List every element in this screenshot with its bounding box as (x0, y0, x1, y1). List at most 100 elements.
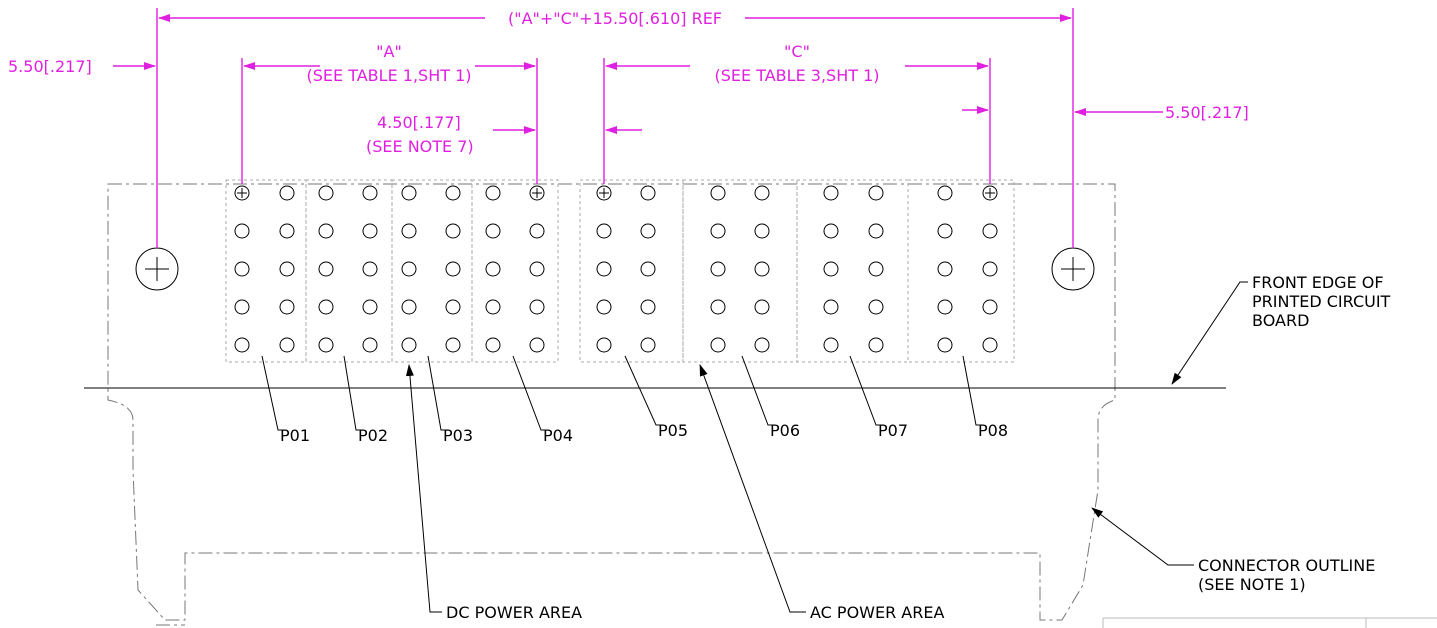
pin-hole (937, 337, 953, 353)
pin-group-label-p04: P04 (543, 426, 573, 445)
pin-hole (445, 261, 461, 277)
pin-hole (754, 299, 770, 315)
pin-hole (318, 261, 334, 277)
pin-hole (982, 223, 998, 239)
pin-hole (710, 223, 726, 239)
dc-power-area-text: DC POWER AREA (446, 603, 582, 622)
ac-power-area-callout: AC POWER AREA (699, 364, 944, 622)
pin-hole (318, 337, 334, 353)
pin-hole (318, 299, 334, 315)
pin-hole (640, 223, 656, 239)
pin-hole (868, 261, 884, 277)
ac-power-area-text: AC POWER AREA (810, 603, 944, 622)
pin-hole (279, 337, 295, 353)
pin-hole (754, 261, 770, 277)
offset-dimension: 4.50[.177] (SEE NOTE 7) (366, 113, 642, 156)
connector-outline-callout: CONNECTOR OUTLINE (SEE NOTE 1) (1091, 507, 1375, 594)
pin-hole (234, 337, 250, 353)
overall-dimension-text: ("A"+"C"+15.50[.610] REF (508, 9, 722, 28)
left-margin-text: 5.50[.217] (8, 57, 92, 76)
pin-hole (710, 337, 726, 353)
pin-hole (937, 299, 953, 315)
connector-outline (107, 183, 1116, 621)
connector-outline-line-2: (SEE NOTE 1) (1198, 575, 1306, 594)
pin-hole (823, 261, 839, 277)
pin-hole (982, 185, 998, 201)
datum-pin-mark (985, 188, 995, 198)
pin-group-labels: P01 P02 P03 P04 P05 P06 P07 P08 (261, 355, 1008, 445)
pin-hole (823, 223, 839, 239)
pin-hole (982, 299, 998, 315)
pin-hole (596, 223, 612, 239)
pin-hole (401, 337, 417, 353)
pin-group-leader-p01 (261, 355, 282, 431)
c-dimension-note: (SEE TABLE 3,SHT 1) (715, 66, 880, 85)
pin-hole (640, 337, 656, 353)
front-edge-line-1: FRONT EDGE OF (1252, 273, 1384, 292)
c-dimension: "C" (SEE TABLE 3,SHT 1) (603, 42, 991, 184)
pin-group-leader-p06 (741, 355, 772, 426)
pin-hole (362, 337, 378, 353)
pin-hole (868, 185, 884, 201)
pin-group-leader-p04 (512, 355, 545, 431)
pin-group-leader-p07 (849, 355, 880, 426)
pin-hole (445, 337, 461, 353)
right-margin-text: 5.50[.217] (1165, 103, 1249, 122)
a-dimension-label: "A" (376, 42, 402, 61)
pin-hole (529, 337, 545, 353)
pin-hole (710, 185, 726, 201)
pin-hole (982, 261, 998, 277)
pin-hole (868, 337, 884, 353)
right-mounting-hole (1051, 247, 1095, 291)
pin-hole (710, 299, 726, 315)
pin-hole (754, 185, 770, 201)
pin-hole (937, 223, 953, 239)
front-edge-line-3: BOARD (1252, 311, 1309, 330)
dc-power-area-callout: DC POWER AREA (405, 364, 582, 622)
pin-group-label-p03: P03 (443, 426, 473, 445)
pin-hole (529, 299, 545, 315)
pin-hole (445, 223, 461, 239)
pin-hole (401, 261, 417, 277)
pin-group-label-p01: P01 (280, 426, 310, 445)
left-margin-dimension: 5.50[.217] (8, 57, 156, 76)
pin-hole (529, 185, 545, 201)
pin-hole (234, 223, 250, 239)
pin-hole (362, 185, 378, 201)
pin-hole (279, 261, 295, 277)
pin-hole (823, 185, 839, 201)
pin-group-box-p05 (579, 179, 684, 363)
pin-hole (868, 299, 884, 315)
c-dimension-label: "C" (784, 42, 810, 61)
front-edge-line-2: PRINTED CIRCUIT (1252, 292, 1391, 311)
pin-hole (318, 223, 334, 239)
pin-group-boxes (225, 179, 1015, 363)
pin-group-box-p07 (796, 179, 909, 363)
pin-hole (640, 261, 656, 277)
offset-note-text: (SEE NOTE 7) (366, 137, 474, 156)
title-block-fragment (1102, 617, 1437, 628)
pin-group-label-p05: P05 (658, 421, 688, 440)
pin-hole (640, 299, 656, 315)
pin-hole (445, 299, 461, 315)
pin-hole (318, 185, 334, 201)
pin-hole (445, 185, 461, 201)
pin-hole (710, 261, 726, 277)
pin-hole (982, 337, 998, 353)
pin-hole (362, 223, 378, 239)
pin-group-label-p02: P02 (358, 426, 388, 445)
pin-hole (362, 299, 378, 315)
pin-group-label-p07: P07 (878, 421, 908, 440)
pin-hole (362, 261, 378, 277)
pin-group-leader-p05 (624, 355, 660, 426)
right-margin-dimension: 5.50[.217] (1074, 103, 1249, 122)
pin-hole (596, 299, 612, 315)
pin-hole (823, 337, 839, 353)
pin-group-label-p08: P08 (978, 421, 1008, 440)
pin-hole (485, 185, 501, 201)
pin-hole (529, 261, 545, 277)
pin-hole (279, 299, 295, 315)
pin-group-label-p06: P06 (770, 421, 800, 440)
pin-hole (754, 337, 770, 353)
pin-hole (279, 185, 295, 201)
